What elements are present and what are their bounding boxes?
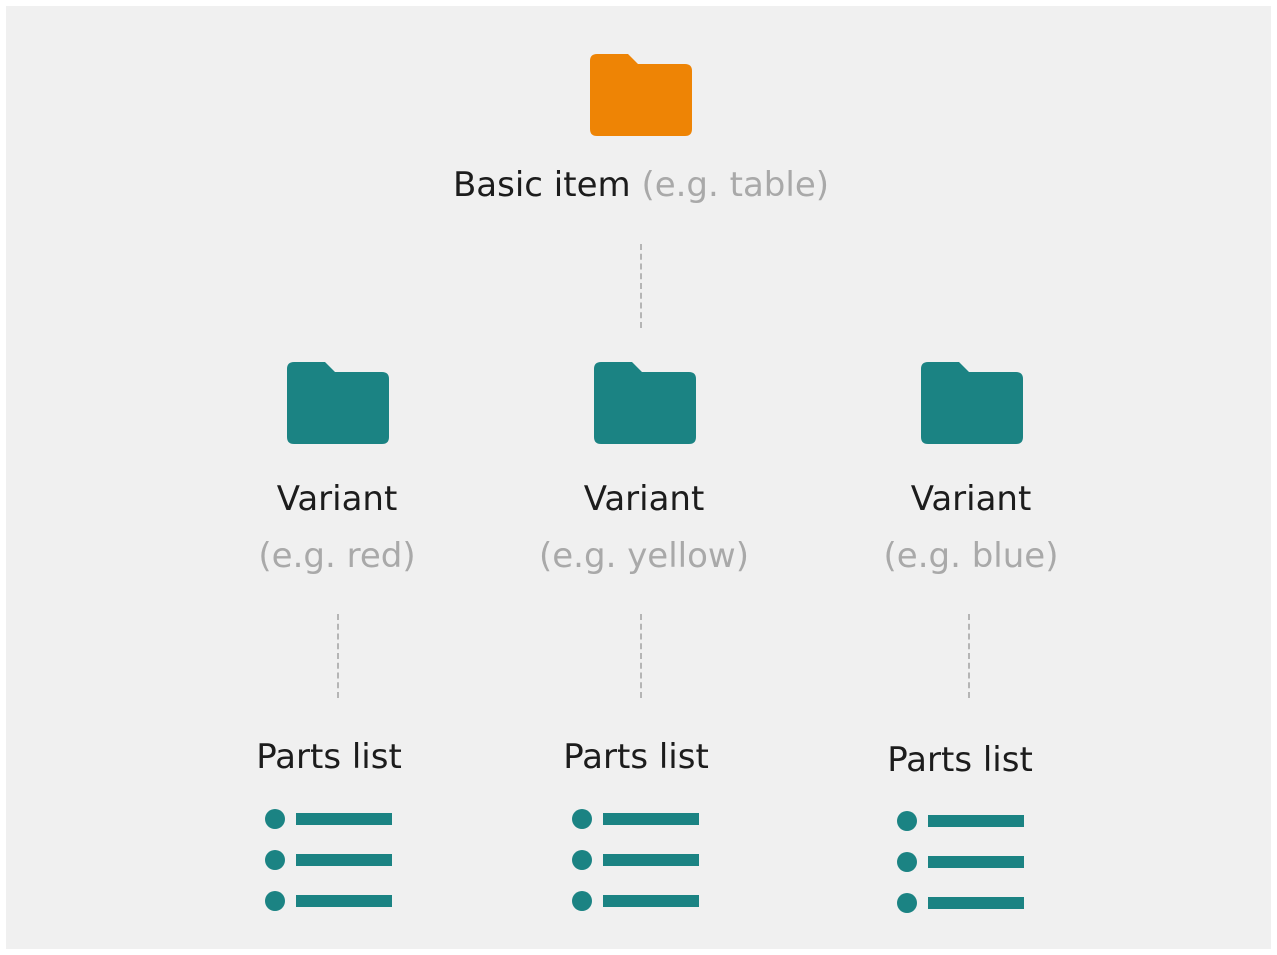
variant-yellow-label: Variant [583,479,705,519]
root-title: Basic item [452,165,631,205]
variant-blue-label: Variant [910,479,1032,519]
variant-blue-parts-label: Parts list [887,740,1033,780]
variant-blue-hint: (e.g. blue) [883,536,1059,576]
variant-yellow-connector [640,614,642,698]
variant-red-hint: (e.g. red) [258,536,416,576]
variant-yellow-hint: (e.g. yellow) [539,536,749,576]
variant-yellow-folder-icon [594,362,696,444]
variant-red-label: Variant [276,479,398,519]
variant-red-list-icon [265,809,392,911]
variant-blue-folder-icon [921,362,1023,444]
root-hint: (e.g. table) [641,165,830,205]
variant-red-connector [337,614,339,698]
variant-blue-connector [968,614,970,698]
root-connector [640,244,642,328]
root-label: Basic item (e.g. table) [346,165,936,205]
variant-red-parts-label: Parts list [256,737,402,777]
root-folder-icon [590,54,692,136]
variant-yellow-parts-label: Parts list [563,737,709,777]
diagram-canvas: Basic item (e.g. table) Variant (e.g. re… [6,6,1271,949]
variant-yellow-list-icon [572,809,699,911]
variant-red-folder-icon [287,362,389,444]
variant-blue-list-icon [897,811,1024,913]
